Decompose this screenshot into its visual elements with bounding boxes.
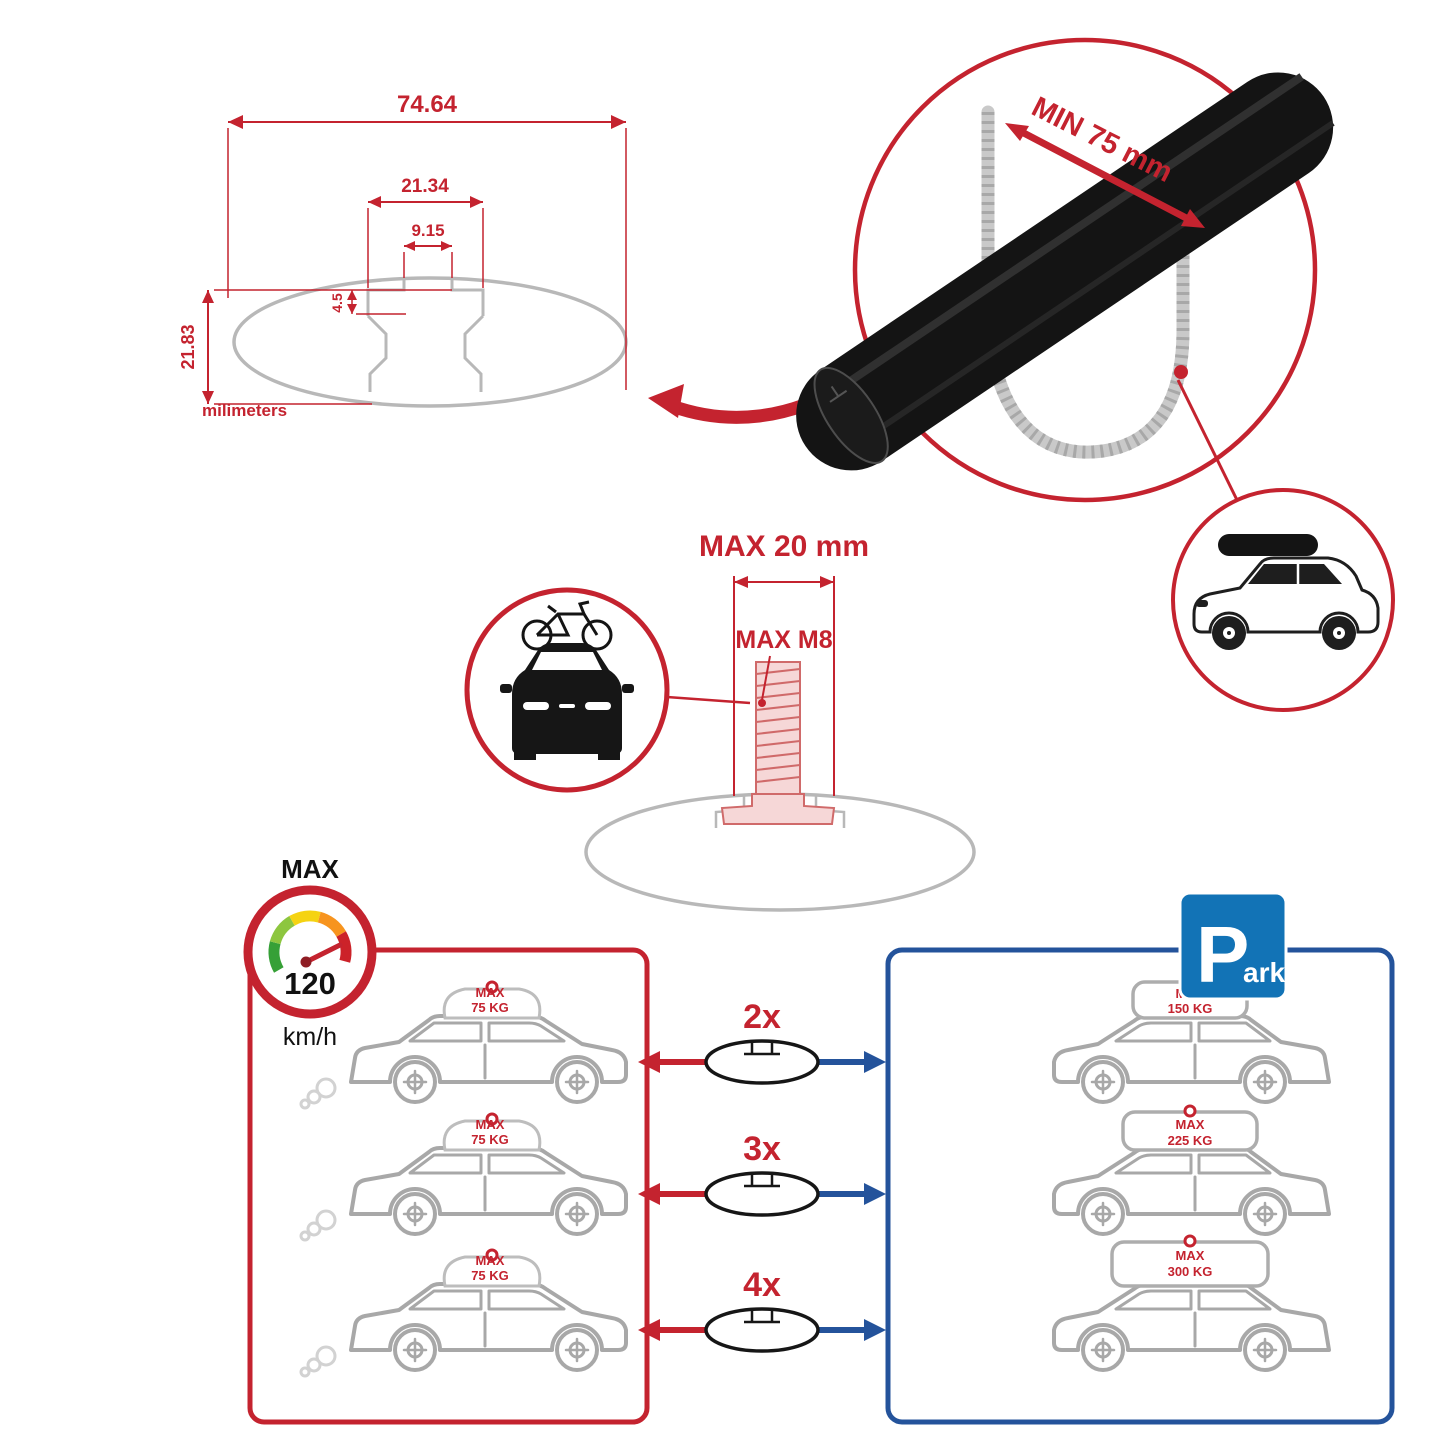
hook-marker-dot bbox=[1174, 365, 1188, 379]
crossbar-profile-ellipse bbox=[232, 276, 628, 408]
t-slot-profile-lines bbox=[366, 279, 485, 392]
multiplier-label: 2x bbox=[743, 998, 781, 1036]
t-nut bbox=[720, 793, 836, 825]
multiplier-label: 3x bbox=[743, 1130, 781, 1168]
dim-lip-depth: 4.5 bbox=[329, 293, 345, 313]
load-kg-label: 75 KG bbox=[471, 1132, 509, 1147]
connector-line bbox=[1176, 379, 1239, 501]
suv-roofbox-circle bbox=[1171, 488, 1395, 712]
right-cars: MAX 150 KG MAX 225 KG MAX 300 KG bbox=[1052, 974, 1331, 1372]
car-parked-3 bbox=[1052, 1282, 1331, 1372]
load-kg-label: 300 KG bbox=[1168, 1264, 1213, 1279]
gauge-arcs bbox=[268, 910, 352, 973]
speed-unit: km/h bbox=[283, 1023, 337, 1051]
speed-max-label: MAX bbox=[281, 854, 339, 884]
min-distance-arrow bbox=[1016, 126, 1192, 224]
roof-box bbox=[1218, 534, 1318, 556]
arrowhead-right bbox=[864, 1319, 886, 1341]
dim-channel-outer: 21.34 bbox=[401, 176, 449, 197]
park-sign: P ark bbox=[1178, 891, 1288, 1001]
bolt-length-label: MAX 20 mm bbox=[699, 530, 869, 563]
crossbar-profile-icon bbox=[704, 1171, 820, 1217]
car-driving-1 bbox=[349, 1014, 628, 1104]
car-driving-3 bbox=[349, 1282, 628, 1372]
load-max-label: MAX bbox=[476, 985, 505, 1000]
exhaust-puffs bbox=[299, 1077, 337, 1378]
bolt-diagram: MAX 20 mm MAX M8 bbox=[584, 530, 976, 912]
arrowhead-right bbox=[864, 1183, 886, 1205]
crossbar-profile-icon bbox=[704, 1307, 820, 1353]
cross-section-diagram: 74.64 21.34 9.15 4.5 21.83 milimeters bbox=[178, 91, 628, 420]
load-max-label: MAX bbox=[1176, 1117, 1205, 1132]
left-cars: MAX 75 KG MAX 75 KG MAX 75 KG bbox=[299, 980, 628, 1378]
arrowhead bbox=[1005, 123, 1029, 141]
arrowhead-right bbox=[864, 1051, 886, 1073]
car-driving-2 bbox=[349, 1146, 628, 1236]
bolt-thread-label: MAX M8 bbox=[735, 626, 832, 654]
bar-zoom-detail: MIN 75 mm bbox=[796, 37, 1335, 503]
bolt-dimension-lines bbox=[733, 576, 835, 796]
units-label: milimeters bbox=[202, 401, 287, 420]
suv-windows bbox=[1248, 564, 1342, 584]
zoom-circle bbox=[852, 37, 1318, 503]
load-kg-label: 75 KG bbox=[471, 1268, 509, 1283]
dimension-lines bbox=[202, 115, 627, 405]
load-max-label: MAX bbox=[1176, 1248, 1205, 1263]
car-bike-circle bbox=[464, 587, 751, 793]
dim-channel-inner: 9.15 bbox=[411, 221, 444, 240]
load-max-label: MAX bbox=[476, 1253, 505, 1268]
crossbar-3d bbox=[796, 72, 1335, 471]
bolt bbox=[720, 661, 836, 825]
load-max-label: MAX bbox=[476, 1117, 505, 1132]
load-kg-label: 225 KG bbox=[1168, 1133, 1213, 1148]
car-parked-2 bbox=[1052, 1146, 1331, 1236]
bar-end-cap bbox=[813, 366, 889, 464]
crossbar-profile-icon bbox=[704, 1039, 820, 1085]
suv-headlight bbox=[1196, 600, 1208, 607]
park-p: P bbox=[1196, 910, 1249, 999]
gauge-needle bbox=[303, 942, 343, 965]
car-parked-1 bbox=[1052, 1014, 1331, 1104]
park-ark: ark bbox=[1243, 957, 1285, 988]
arrowhead-left bbox=[638, 1051, 660, 1073]
multiplier-label: 4x bbox=[743, 1266, 781, 1304]
connector-line bbox=[666, 695, 751, 705]
roof-cargo-boxes bbox=[1110, 980, 1270, 1288]
arrowhead-left bbox=[638, 1319, 660, 1341]
driving-load-box bbox=[247, 947, 650, 1425]
bike-icon bbox=[521, 600, 613, 651]
dim-height-total: 21.83 bbox=[178, 324, 198, 369]
gauge-ring bbox=[243, 885, 377, 1019]
multiplier-rows: 2x 3x 4x bbox=[638, 998, 886, 1353]
speed-value: 120 bbox=[284, 966, 336, 1001]
car-front-icon bbox=[500, 643, 634, 760]
parked-load-box bbox=[885, 947, 1395, 1425]
load-kg-label: 75 KG bbox=[471, 1000, 509, 1015]
dim-width-total: 74.64 bbox=[397, 91, 458, 118]
arrowhead-left bbox=[638, 1183, 660, 1205]
speed-limit-gauge: MAX 120 km/h bbox=[243, 854, 377, 1051]
arrowhead bbox=[1181, 209, 1205, 228]
load-kg-label: 150 KG bbox=[1168, 1001, 1213, 1016]
